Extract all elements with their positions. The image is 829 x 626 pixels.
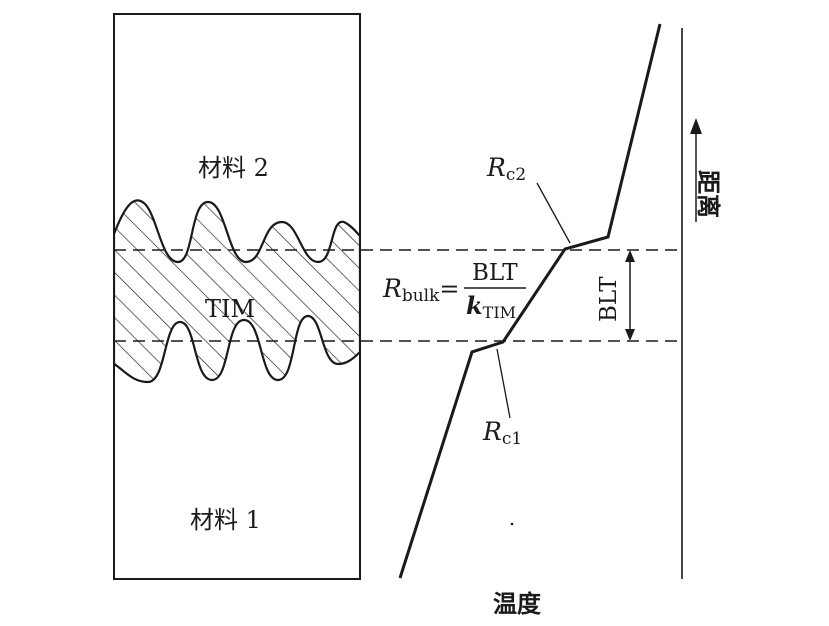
rbulk-numerator: BLT <box>472 260 518 286</box>
rc2-leader-line <box>536 182 571 244</box>
blt-arrowhead-bottom <box>625 329 635 341</box>
tim-label: TIM <box>205 295 255 323</box>
rc1-leader-line <box>496 348 511 419</box>
rc1-label: Rc1 <box>482 417 522 449</box>
distance-label: 距离 <box>694 170 723 218</box>
material-2-label: 材料 2 <box>198 154 269 182</box>
temperature-profile-line <box>398 23 662 579</box>
print-speck <box>510 522 514 526</box>
tim-layer <box>114 199 360 384</box>
rc2-label: Rc2 <box>486 153 526 185</box>
distance-arrowhead <box>690 118 702 134</box>
blt-label: BLT <box>596 276 622 322</box>
rbulk-label: Rbulk= <box>382 274 460 306</box>
blt-arrowhead-top <box>625 250 635 262</box>
temperature-label: 温度 <box>493 589 542 618</box>
material-1-label: 材料 1 <box>190 506 261 534</box>
rbulk-denominator: kTIM <box>466 291 516 322</box>
